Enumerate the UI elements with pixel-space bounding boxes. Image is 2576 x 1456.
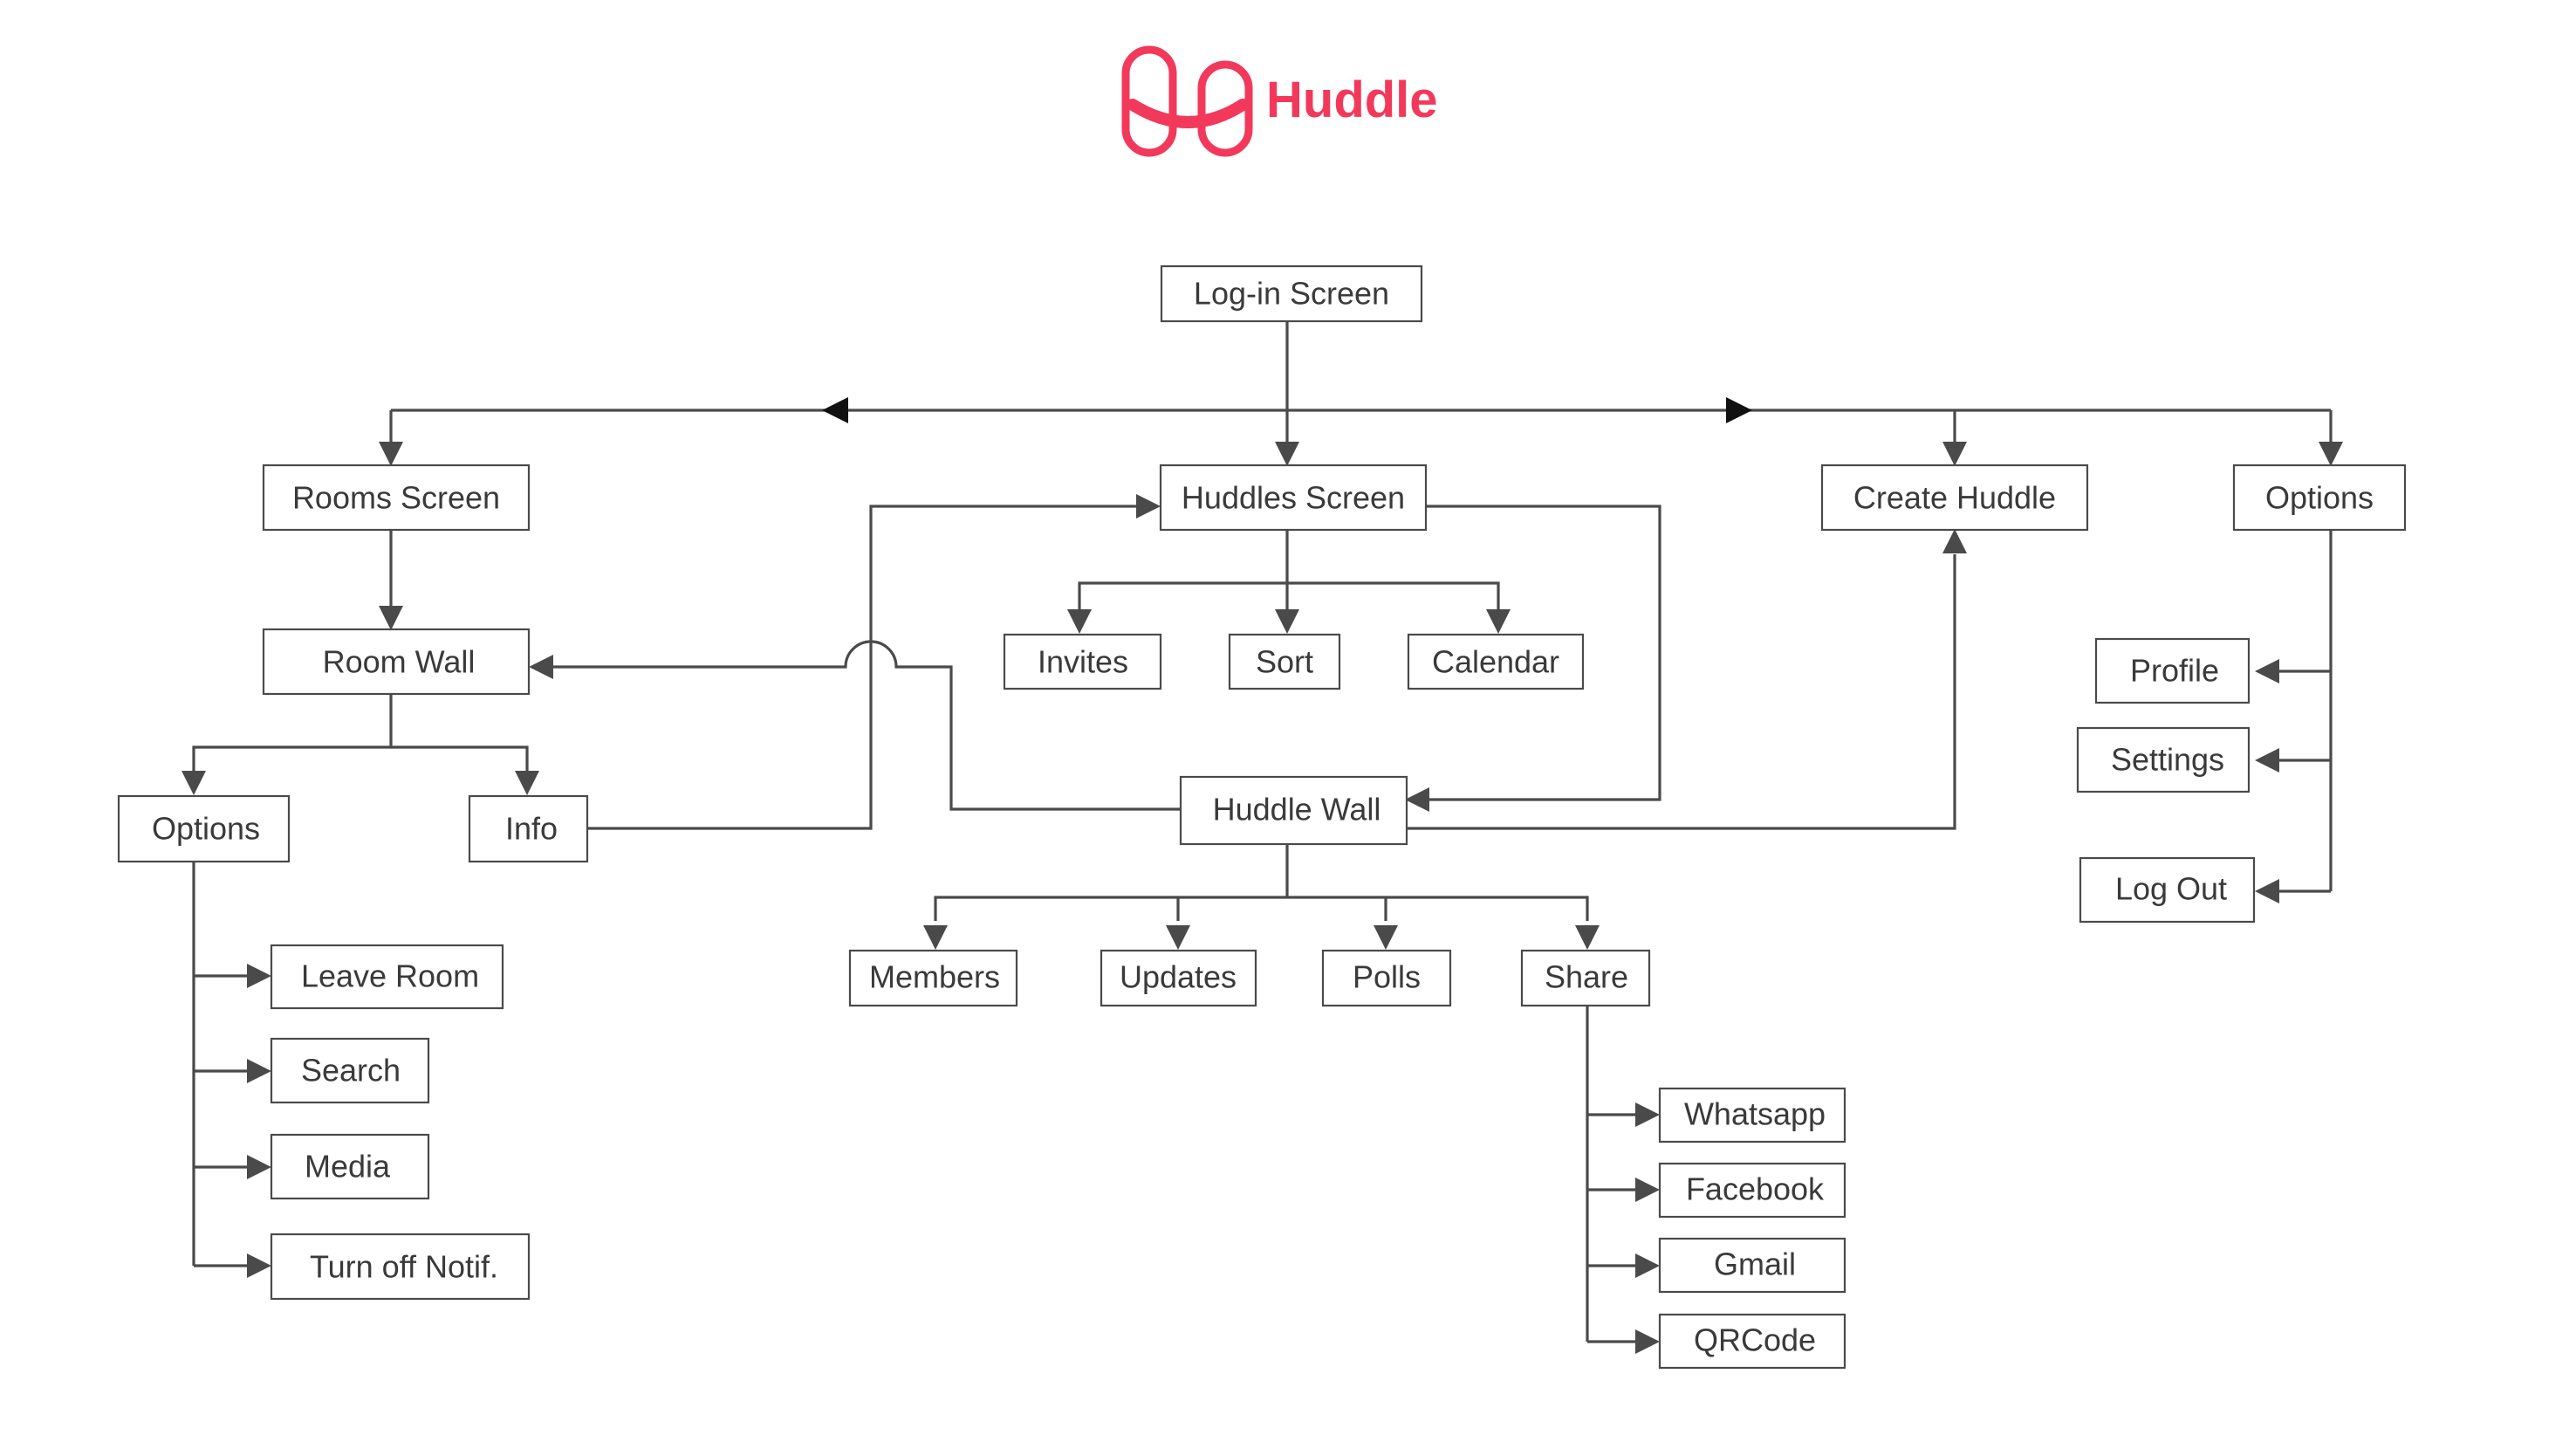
node-settings-label: Settings bbox=[2111, 742, 2224, 778]
node-invites: Invites bbox=[1003, 633, 1162, 690]
node-sort-label: Sort bbox=[1256, 644, 1313, 680]
node-invites-label: Invites bbox=[1038, 644, 1128, 680]
node-calendar: Calendar bbox=[1407, 633, 1585, 690]
arrowheads bbox=[182, 397, 2343, 1354]
connectors bbox=[192, 321, 2333, 1343]
node-turn-off-notif: Turn off Notif. bbox=[270, 1233, 531, 1301]
node-room-wall: Room Wall bbox=[262, 628, 531, 696]
node-whatsapp-label: Whatsapp bbox=[1684, 1096, 1826, 1132]
huddle-logo: Huddle bbox=[1121, 45, 1438, 157]
huddle-logo-icon bbox=[1121, 45, 1253, 157]
node-settings: Settings bbox=[2076, 726, 2251, 793]
node-create-huddle: Create Huddle bbox=[1820, 464, 2089, 532]
node-facebook: Facebook bbox=[1658, 1162, 1846, 1219]
node-media-label: Media bbox=[305, 1149, 391, 1185]
node-facebook-label: Facebook bbox=[1686, 1171, 1825, 1207]
node-search-label: Search bbox=[301, 1053, 401, 1089]
node-calendar-label: Calendar bbox=[1432, 644, 1559, 680]
node-share: Share bbox=[1520, 949, 1651, 1007]
node-media: Media bbox=[270, 1133, 430, 1200]
node-options-main-label: Options bbox=[2265, 480, 2374, 516]
node-share-label: Share bbox=[1545, 959, 1628, 995]
node-turn-off-notif-label: Turn off Notif. bbox=[310, 1249, 498, 1285]
node-huddle-wall: Huddle Wall bbox=[1179, 775, 1408, 846]
node-members-label: Members bbox=[869, 959, 1000, 995]
node-login: Log-in Screen bbox=[1160, 264, 1423, 323]
node-updates-label: Updates bbox=[1120, 959, 1237, 995]
bar-arrow-right bbox=[1726, 397, 1752, 423]
node-polls-label: Polls bbox=[1353, 959, 1421, 995]
node-huddles-screen-label: Huddles Screen bbox=[1182, 480, 1405, 516]
node-options-main: Options bbox=[2232, 464, 2407, 532]
node-huddle-wall-label: Huddle Wall bbox=[1213, 792, 1381, 828]
node-options-room-label: Options bbox=[152, 811, 260, 847]
node-updates: Updates bbox=[1100, 949, 1257, 1007]
node-options-room: Options bbox=[117, 794, 291, 863]
bar-arrow-left bbox=[822, 397, 848, 423]
node-qrcode-label: QRCode bbox=[1694, 1322, 1816, 1358]
node-search: Search bbox=[270, 1037, 430, 1104]
node-whatsapp: Whatsapp bbox=[1658, 1087, 1846, 1144]
node-leave-room: Leave Room bbox=[270, 944, 504, 1010]
node-login-label: Log-in Screen bbox=[1194, 276, 1389, 312]
node-gmail: Gmail bbox=[1658, 1237, 1846, 1294]
node-rooms-screen: Rooms Screen bbox=[262, 464, 531, 532]
node-info-label: Info bbox=[505, 811, 558, 847]
node-log-out-label: Log Out bbox=[2115, 871, 2227, 907]
node-profile: Profile bbox=[2094, 637, 2251, 704]
node-polls: Polls bbox=[1321, 949, 1452, 1007]
node-rooms-screen-label: Rooms Screen bbox=[292, 480, 500, 516]
node-info: Info bbox=[468, 794, 589, 863]
node-qrcode: QRCode bbox=[1658, 1313, 1846, 1370]
node-sort: Sort bbox=[1228, 633, 1341, 690]
brand-name: Huddle bbox=[1266, 72, 1438, 128]
node-huddles-screen: Huddles Screen bbox=[1159, 464, 1428, 532]
node-log-out: Log Out bbox=[2079, 856, 2256, 924]
node-members: Members bbox=[848, 949, 1018, 1007]
node-create-huddle-label: Create Huddle bbox=[1853, 480, 2056, 516]
node-gmail-label: Gmail bbox=[1714, 1247, 1796, 1282]
node-profile-label: Profile bbox=[2130, 653, 2219, 689]
node-room-wall-label: Room Wall bbox=[323, 644, 476, 680]
node-leave-room-label: Leave Room bbox=[301, 958, 479, 994]
